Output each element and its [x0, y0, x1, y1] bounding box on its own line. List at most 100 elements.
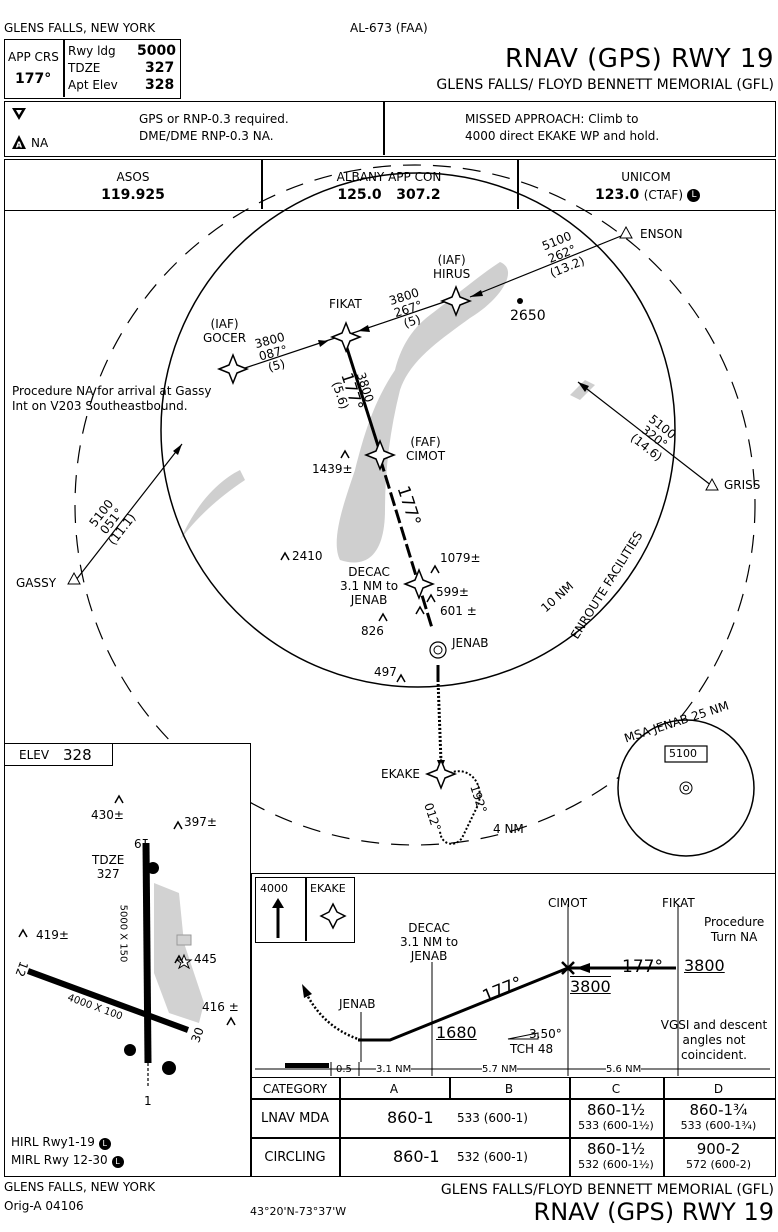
- final-approach-course-2: [378, 457, 434, 629]
- ekake-label: EKAKE: [381, 767, 420, 781]
- unicom-label: UNICOM: [621, 170, 671, 184]
- waypoint-cimot-symbol: [363, 438, 397, 472]
- requirements-line-2: DME/DME RNP-0.3 NA.: [139, 129, 274, 143]
- alternate-minimums-icon: A: [12, 135, 26, 150]
- hirus-label: (IAF) HIRUS: [433, 253, 470, 281]
- holding-pattern: [439, 770, 481, 845]
- route-arrow: [358, 325, 370, 332]
- griss-route: [577, 381, 713, 487]
- footer-coordinates: 43°20'N-73°37'W: [250, 1205, 347, 1218]
- header-cat-c: C: [611, 1082, 621, 1096]
- approach-control-frequency: 125.0 307.2: [337, 187, 441, 203]
- airport-obstacle-445: 445: [194, 952, 217, 966]
- chart-id: AL-673 (FAA): [350, 21, 428, 35]
- waypoint-hirus-symbol: [439, 284, 473, 318]
- profile-decac-distance: 3.1 NM to: [400, 935, 459, 949]
- building: [176, 934, 192, 946]
- obstacle-599: 599±: [436, 585, 469, 599]
- lnav-d-minimum: 860-1¾: [689, 1101, 748, 1119]
- header-data-box: APP CRS 177° Rwy ldg 5000 TDZE 327 Apt E…: [4, 39, 181, 99]
- unicom-ctaf: (CTAF): [643, 188, 684, 202]
- missed-approach-icons-box: 4000 EKAKE: [255, 877, 355, 943]
- airport-name: GLENS FALLS/ FLOYD BENNETT MEMORIAL (GFL…: [436, 77, 774, 93]
- minimums-table: CATEGORY A B C D LNAV MDA 860-1 533 (600…: [251, 1077, 776, 1177]
- gocer-label: (IAF) GOCER: [203, 317, 246, 345]
- missed-approach-arc: [304, 992, 362, 1042]
- footer-title: RNAV (GPS) RWY 19: [533, 1198, 774, 1226]
- gocer-name: GOCER: [203, 331, 247, 345]
- runway-12-30: [26, 968, 190, 1033]
- circling-d-minimum: 900-2: [696, 1140, 741, 1158]
- waypoint-gocer-symbol: [216, 352, 250, 386]
- airport-diagram-drawing: [18, 794, 236, 1088]
- profile-decac-label: DECAC 3.1 NM to JENAB: [400, 921, 458, 963]
- final-approach-course-1: [344, 344, 382, 453]
- msa-altitude-box: [664, 745, 708, 763]
- profile-view: [251, 873, 776, 1177]
- airport-diagram: ELEV 328: [4, 743, 251, 1177]
- requirements-line-1: GPS or RNP-0.3 required.: [139, 112, 289, 126]
- obstacle-icon: [426, 593, 436, 603]
- waypoint-ekake-symbol: [424, 757, 458, 791]
- obstacle-icon: [415, 605, 425, 615]
- missed-altitude: 4000: [260, 882, 288, 895]
- circling-a-minimum: 860-1: [393, 1147, 440, 1166]
- mirl-text: MIRL Rwy 12-30: [11, 1153, 108, 1167]
- decac-distance: 3.1 NM to: [340, 579, 399, 593]
- ensen-triangle-icon: [619, 225, 633, 239]
- route-arrow: [578, 382, 589, 392]
- waypoint-icon: [319, 902, 347, 930]
- circling-d-height: 572 (600-2): [685, 1158, 752, 1171]
- course-arrow: [576, 963, 590, 973]
- apron-area: [154, 883, 204, 1023]
- elevation-value: 328: [63, 746, 92, 764]
- glide-path-angle: 3.50°: [529, 1027, 562, 1041]
- pilot-controlled-lighting-icon: L: [111, 1156, 124, 1168]
- beacon-icon: [175, 953, 193, 970]
- app-crs-label: APP CRS: [8, 50, 59, 64]
- airport-obstacle-397: 397±: [184, 815, 217, 829]
- airport-obstacle-430: 430±: [91, 808, 124, 822]
- airport-tdze: TDZE 327: [92, 853, 124, 881]
- profile-fikat-altitude: 3800: [684, 956, 725, 975]
- obstacle-icon: [378, 612, 388, 622]
- route-arrow: [173, 444, 182, 455]
- jenab-label: JENAB: [452, 636, 489, 650]
- fikat-label: FIKAT: [329, 297, 362, 311]
- river-shape: [180, 470, 245, 540]
- cimot-faf: (FAF): [410, 435, 441, 449]
- waypoint-fikat-symbol: [329, 320, 363, 354]
- water-shape: [570, 380, 595, 400]
- hirus-iaf: (IAF): [437, 253, 466, 267]
- lnav-ab-height: 533 (600-1): [457, 1111, 528, 1125]
- procedure-na-note: Procedure NA for arrival at Gassy Int on…: [12, 384, 212, 414]
- obstacle-826: 826: [361, 624, 384, 638]
- profile-course-1: 177°: [622, 957, 663, 977]
- runway-lighting-icon: [124, 1044, 136, 1056]
- obstacle-icon: [340, 449, 350, 459]
- descent-path: [358, 966, 569, 1042]
- distance-3-1: 3.1 NM: [376, 1064, 412, 1075]
- missed-approach-path: [436, 679, 443, 763]
- procedure-turn-line-1: Procedure: [704, 915, 765, 929]
- vgsi-line-2: angles not coincident.: [681, 1033, 747, 1062]
- vgsi-line-1: VGSI and descent: [660, 1018, 768, 1032]
- missed-holding-fix: EKAKE: [310, 882, 346, 895]
- app-crs-value: 177°: [15, 71, 52, 87]
- procedure-title: RNAV (GPS) RWY 19: [504, 44, 774, 74]
- profile-jenab-label: JENAB: [339, 997, 376, 1011]
- header-city: GLENS FALLS, NEW YORK: [4, 21, 156, 35]
- comms-bar: ASOS 119.925 ALBANY APP CON 125.0 307.2 …: [4, 159, 776, 211]
- runway-waypoint-jenab-icon: [429, 641, 447, 659]
- procedure-turn-line-2: Turn NA: [710, 930, 758, 944]
- profile-cimot-label: CIMOT: [548, 896, 588, 910]
- asos-frequency: 119.925: [101, 187, 165, 203]
- profile-decac-reference: JENAB: [410, 949, 448, 963]
- obstacle-601: 601 ±: [440, 604, 477, 618]
- profile-fikat-label: FIKAT: [662, 896, 695, 910]
- runway-lighting-icon: [147, 862, 159, 874]
- gassy-label: GASSY: [16, 576, 57, 590]
- msa-center-icon: [679, 781, 693, 795]
- apt-elev-value: 328: [145, 77, 175, 93]
